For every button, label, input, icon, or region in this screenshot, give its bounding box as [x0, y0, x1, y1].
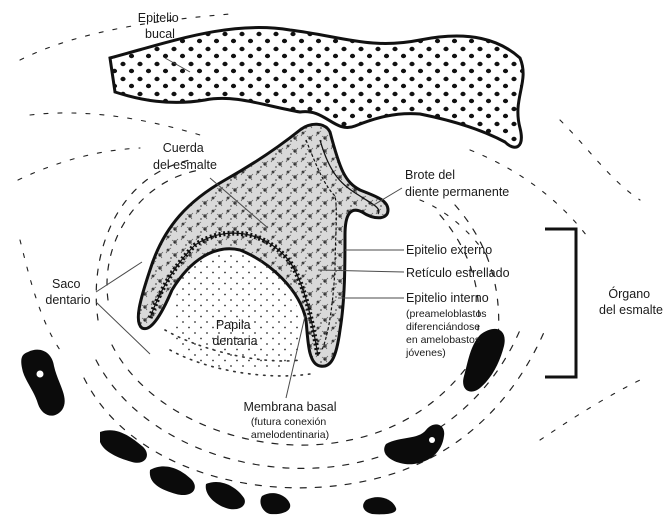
label-organo-esmalte: Órgano del esmalte	[599, 286, 663, 317]
label-brote-diente: Brote del diente permanente	[405, 168, 509, 199]
label-epitelio-externo: Epitelio externo	[406, 243, 492, 257]
label-cuerda-esmalte: Cuerda del esmalte	[153, 141, 217, 172]
enamel-organ-bracket	[545, 229, 576, 377]
label-epitelio-interno: Epitelio interno	[406, 291, 489, 305]
label-saco-dentario: Saco dentario	[45, 277, 90, 307]
label-epitelio-bucal: Epitelio bucal	[138, 11, 182, 41]
label-membrana-basal: Membrana basal	[243, 400, 336, 414]
label-reticulo-estrellado: Retículo estrellado	[406, 266, 510, 280]
label-membrana-basal-note: (futura conexión amelodentinaria)	[251, 416, 329, 441]
